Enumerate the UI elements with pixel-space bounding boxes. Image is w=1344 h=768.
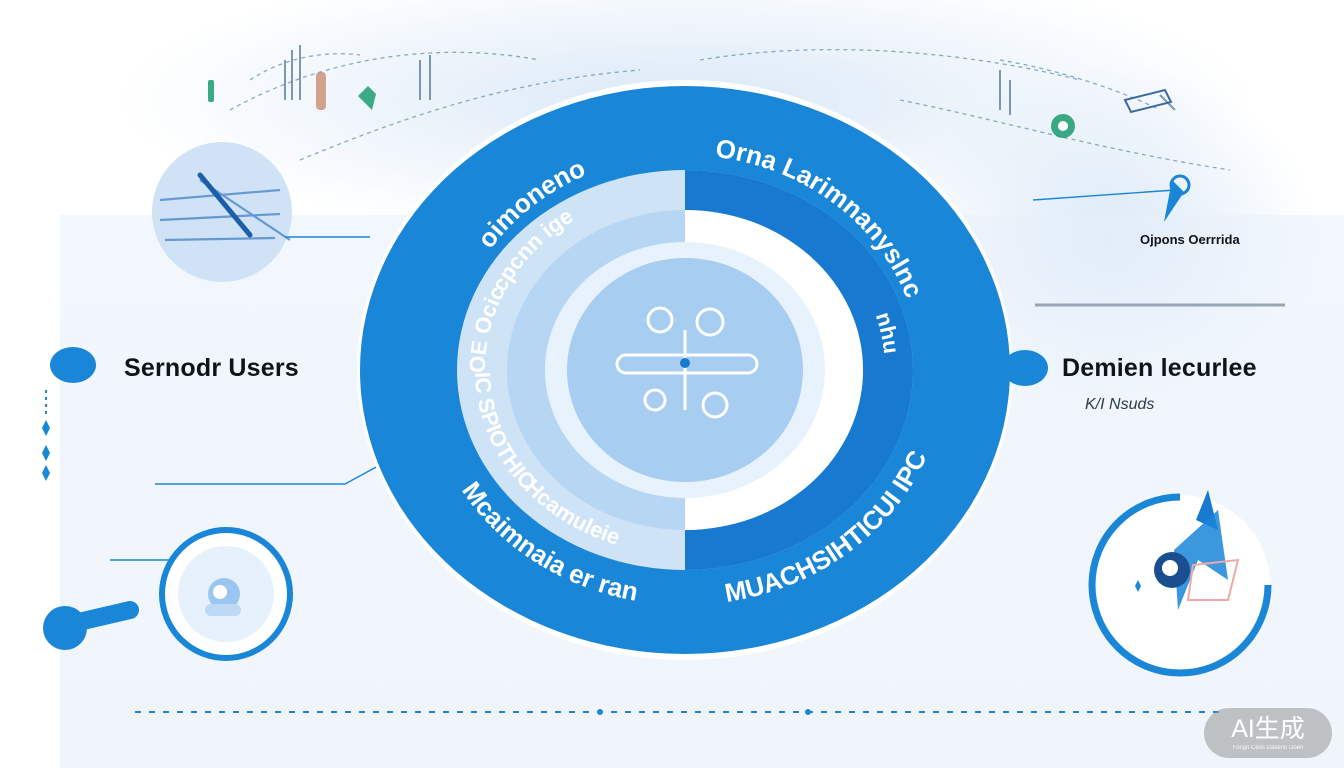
cloud-network-icon — [152, 142, 292, 282]
security-shield-icon — [1088, 490, 1272, 677]
left-node-label: Sernodr Users — [124, 354, 299, 382]
right-node-label: Demien lecurlee — [1062, 354, 1257, 382]
right-node-dot — [1002, 350, 1048, 386]
watermark-main-text: AI生成 — [1231, 715, 1305, 743]
user-icon — [43, 527, 293, 661]
top-right-label: Ojpons Oerrrida — [1140, 232, 1240, 247]
watermark-sub-text: Focgn Ceos Daserio Doen — [1232, 745, 1304, 751]
right-node-sublabel: K/I Nsuds — [1085, 396, 1155, 413]
left-node-dot — [50, 347, 96, 383]
top-network-decoration — [208, 45, 1231, 171]
central-ring-diagram: oimoneno Orna Larimnanyslnc MUACHSIHTICU… — [355, 80, 1013, 660]
core-icons — [615, 306, 759, 419]
ai-watermark-badge: AI生成 Focgn Ceos Daserio Doen — [1204, 708, 1332, 758]
